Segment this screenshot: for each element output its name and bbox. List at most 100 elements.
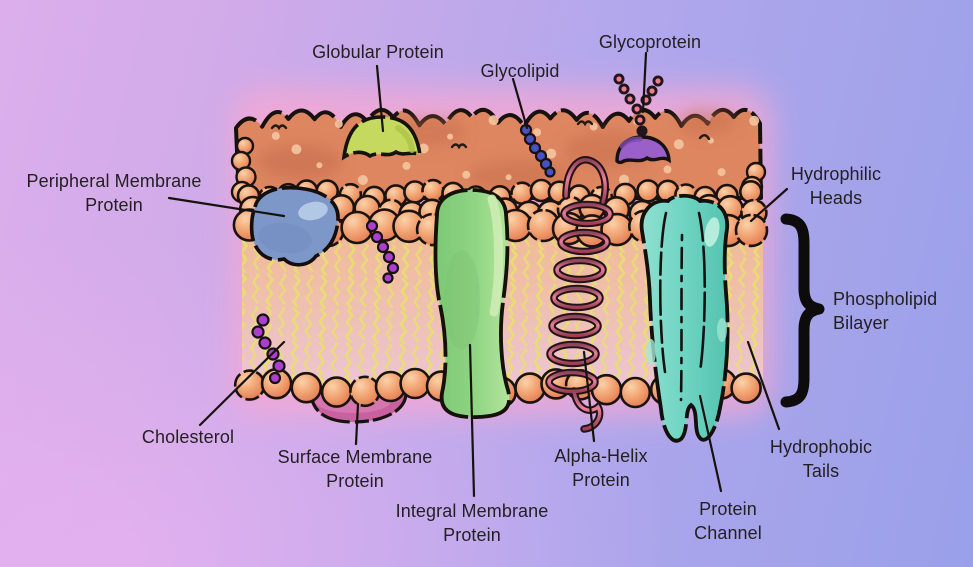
peripheral-protein-shade — [258, 222, 312, 254]
bilayer-brace — [780, 213, 825, 408]
label-line: Tails — [802, 461, 840, 481]
label-line: Phospholipid — [833, 289, 938, 309]
label-line: Cholesterol — [141, 427, 235, 447]
phospholipid-head — [619, 376, 652, 409]
pointer-surface-membrane-protein — [354, 402, 360, 446]
pointer-alpha-helix-protein — [582, 350, 596, 443]
bird-mark — [698, 134, 711, 141]
label-line: Glycolipid — [480, 61, 560, 81]
globular-protein-shape — [341, 115, 423, 161]
label-protein-channel: Protein Channel — [694, 497, 762, 545]
phospholipid-head — [734, 213, 769, 248]
cholesterol-bead — [386, 261, 400, 275]
label-peripheral-membrane-protein: Peripheral Membrane Protein — [27, 169, 202, 217]
alpha-helix-protein-shape — [545, 156, 614, 433]
glycoprotein-shape — [613, 73, 671, 165]
label-line: Protein — [326, 471, 384, 491]
pointer-cholesterol — [198, 340, 286, 427]
integral-protein-body — [433, 188, 512, 419]
cholesterol-chain-upper — [365, 219, 400, 284]
bird-mark — [270, 124, 288, 131]
cholesterol-bead — [251, 325, 265, 339]
cholesterol-bead — [382, 272, 394, 284]
glycoprotein-bead-center — [634, 106, 640, 112]
pointer-glycoprotein — [641, 51, 648, 114]
integral-membrane-protein-shape — [433, 188, 512, 419]
pointer-protein-channel — [698, 394, 723, 493]
label-line: Bilayer — [833, 313, 889, 333]
band-dot — [505, 174, 512, 181]
alpha-helix-stroke — [562, 202, 612, 226]
glycolipid-bead — [544, 166, 556, 178]
alpha-helix-stroke — [548, 342, 598, 366]
label-globular-protein: Globular Protein — [312, 40, 444, 64]
alpha-helix-stroke — [552, 286, 602, 310]
glycoprotein-bead-center — [616, 76, 622, 82]
pointer-lines — [167, 51, 789, 498]
glycoprotein-bead-center — [627, 96, 633, 102]
label-line: Globular Protein — [312, 42, 444, 62]
glycoprotein-shade — [619, 136, 643, 149]
band-dot — [334, 120, 343, 128]
band-dot — [447, 133, 454, 140]
label-line: Hydrophobic — [769, 437, 873, 457]
band-dot — [533, 128, 542, 137]
glycoprotein-bead-center — [655, 78, 661, 84]
bird-mark — [450, 143, 468, 150]
channel-highlight — [704, 217, 720, 247]
band-dot — [749, 115, 760, 126]
label-line: Peripheral Membrane — [26, 171, 202, 191]
label-glycolipid: Glycolipid — [480, 59, 559, 83]
band-dot — [546, 148, 557, 159]
band-dot — [673, 139, 684, 150]
label-line: Surface Membrane — [277, 447, 433, 467]
phospholipid-head — [514, 372, 546, 404]
globular-protein-shade — [395, 125, 415, 153]
band-dots — [251, 115, 760, 185]
band-dot — [488, 115, 499, 126]
glycoprotein-bead-center — [621, 86, 627, 92]
label-glycoprotein: Glycoprotein — [599, 30, 701, 54]
label-alpha-helix-protein: Alpha-Helix Protein — [554, 444, 647, 492]
cholesterol-bead — [376, 240, 390, 254]
label-line: Protein — [85, 195, 143, 215]
channel-highlight — [717, 318, 727, 342]
band-dot — [663, 165, 672, 174]
glycoprotein-bead — [636, 125, 648, 137]
band-dot — [418, 143, 429, 154]
phospholipid-head — [636, 179, 660, 203]
integral-protein-shade — [444, 250, 480, 350]
cholesterol-bead — [268, 371, 282, 385]
band-dot — [271, 131, 280, 140]
label-line: Integral Membrane — [395, 501, 549, 521]
channel-inner-curve-left — [658, 211, 668, 374]
pointer-integral-membrane-protein — [468, 343, 476, 498]
label-line: Protein — [443, 525, 501, 545]
band-dot — [316, 162, 323, 169]
channel-inner-curve-right — [697, 211, 707, 374]
alpha-helix-stroke — [559, 230, 609, 254]
pointer-hydrophobic-tails — [746, 340, 781, 431]
label-hydrophilic-heads: Hydrophilic Heads — [791, 162, 881, 210]
peripheral-protein-highlight — [298, 201, 328, 221]
label-surface-membrane-protein: Surface Membrane Protein — [278, 445, 433, 493]
phospholipid-head — [349, 375, 381, 408]
band-patch — [258, 144, 342, 180]
label-cholesterol: Cholesterol — [142, 425, 234, 449]
alpha-helix-stroke — [550, 314, 600, 338]
cholesterol-bead — [256, 313, 270, 327]
label-line: Channel — [694, 523, 762, 543]
alpha-helix-coil — [547, 158, 612, 431]
cholesterol-bead — [272, 359, 286, 373]
phospholipid-head — [320, 376, 353, 408]
band-dot — [402, 161, 411, 170]
bird-mark — [576, 120, 594, 127]
label-line: Protein — [572, 470, 630, 490]
channel-highlight — [646, 339, 656, 365]
cholesterol-bead — [382, 250, 396, 264]
channel-center-line — [679, 233, 684, 402]
label-integral-membrane-protein: Integral Membrane Protein — [396, 499, 549, 547]
cholesterol-bead — [258, 336, 272, 350]
